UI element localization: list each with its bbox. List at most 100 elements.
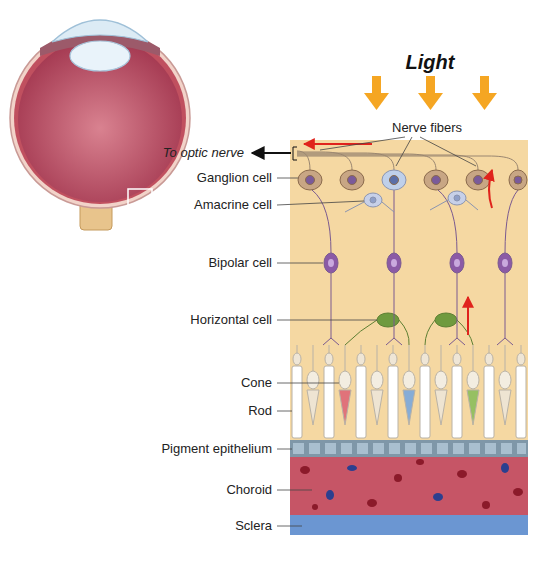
part-label: Sclera (235, 518, 272, 534)
blood-cell (433, 493, 443, 501)
cone-cell (403, 371, 415, 389)
part-label: Bipolar cell (208, 255, 272, 271)
part-label: Pigment epithelium (161, 441, 272, 457)
cone-cell (371, 371, 383, 389)
retina-layers (290, 457, 528, 515)
retina-layers (293, 443, 304, 454)
blood-cell (394, 474, 402, 482)
blood-cell (300, 466, 310, 474)
part-label: Rod (248, 403, 272, 419)
eye-illustration (10, 20, 190, 230)
part-label: Amacrine cell (194, 197, 272, 213)
cone-cell (435, 371, 447, 389)
rod-cell (516, 366, 526, 438)
cone-cell (499, 371, 511, 389)
bipolar-cell (394, 190, 395, 253)
light-arrow (418, 93, 443, 110)
bipolar-cell (497, 273, 513, 345)
leader-line (320, 137, 405, 150)
bipolar-cell (505, 190, 518, 253)
amacrine-cell (345, 191, 478, 212)
ganglion-cell (474, 176, 483, 185)
retina-layers (469, 443, 480, 454)
cone-cell (307, 390, 319, 425)
ganglion-cell (514, 176, 522, 184)
bipolar-cell (312, 190, 518, 345)
leader-line (420, 137, 476, 166)
horizontal-cell (345, 320, 377, 345)
blood-cell (416, 459, 424, 465)
amacrine-cell (448, 191, 466, 205)
eye-illustration (10, 28, 190, 208)
eye-illustration (14, 32, 186, 204)
leader-line (277, 411, 292, 412)
ganglion-cell (390, 176, 399, 185)
ganglion-cell (382, 170, 406, 190)
leader-line (277, 449, 292, 450)
horizontal-cell (425, 320, 435, 345)
rod-cell (484, 366, 494, 438)
cone-cell (467, 371, 479, 389)
retina-layers (290, 140, 528, 535)
nerve-fiber (297, 155, 478, 170)
nerve-fiber (297, 156, 518, 170)
light-arrow (364, 76, 497, 110)
bipolar-cell (387, 253, 401, 273)
retina-layers (309, 443, 320, 454)
ganglion-cell (509, 170, 527, 190)
blood-cell (513, 488, 523, 496)
cone-cell (377, 345, 378, 372)
blood-cell (367, 499, 377, 507)
bipolar-cell (450, 253, 464, 273)
cone-cell (505, 345, 506, 372)
retina-layers (290, 140, 528, 440)
rod-cell (324, 366, 334, 438)
part-label: Choroid (226, 482, 272, 498)
retina-layers (357, 443, 368, 454)
leader-line (277, 490, 312, 491)
blood-cell (300, 459, 523, 510)
retina-layers (437, 443, 448, 454)
rod-cell (388, 366, 398, 438)
bipolar-cell (328, 259, 334, 267)
horizontal-cell (435, 313, 457, 327)
rod-cell (453, 353, 461, 365)
ganglion-cell (306, 176, 315, 185)
leader-line (277, 178, 298, 179)
part-label: Nerve fibers (392, 120, 462, 136)
light-heading: Light (406, 50, 455, 74)
signal-arrow (304, 144, 492, 335)
rod-cell (293, 353, 301, 365)
ganglion-cell (298, 170, 527, 190)
retina-layers (290, 515, 528, 535)
light-arrow (426, 76, 435, 94)
bipolar-cell (323, 273, 339, 345)
ganglion-cell (424, 170, 448, 190)
cone-cell (371, 390, 383, 425)
eye-illustration (52, 20, 148, 42)
rod-cell (420, 366, 430, 438)
part-label: Horizontal cell (190, 312, 272, 328)
eye-illustration (70, 41, 130, 71)
signal-arrow (489, 170, 492, 208)
amacrine-cell (454, 195, 460, 201)
retina-layers (453, 443, 464, 454)
blood-cell (312, 504, 318, 510)
optic-nerve-arrow (252, 152, 291, 154)
leader-line (277, 201, 364, 205)
eye-illustration (18, 38, 182, 202)
eye-illustration (128, 189, 152, 205)
retina-layers (373, 443, 384, 454)
retina-layers (325, 443, 336, 454)
direction-label: To optic nerve (163, 145, 244, 161)
nerve-fiber (297, 151, 518, 170)
bipolar-cell (386, 273, 402, 345)
cone-cell (403, 390, 415, 425)
cone-cell (441, 345, 442, 372)
rod-cell (452, 366, 462, 438)
bipolar-cell (502, 259, 508, 267)
retina-layers (517, 443, 526, 454)
light-arrow (372, 76, 381, 94)
